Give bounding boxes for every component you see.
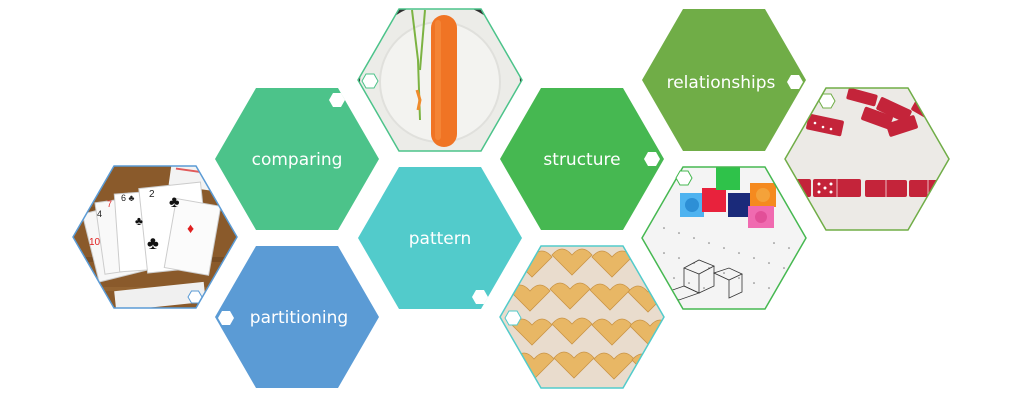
svg-text:10: 10 [89, 237, 101, 248]
badge-hex-icon [787, 75, 803, 89]
svg-text:2: 2 [149, 189, 155, 200]
photo-hex-carrot [357, 8, 523, 152]
badge-hex-icon [644, 152, 660, 166]
badge-hex-icon [329, 93, 345, 107]
svg-text:6 ♣: 6 ♣ [121, 193, 135, 203]
svg-text:♦: ♦ [187, 220, 194, 236]
hex-comparing[interactable]: comparing [215, 88, 379, 230]
badge-hex-icon [675, 170, 693, 186]
photo-hex-cookies [499, 245, 665, 389]
svg-text:♣: ♣ [169, 194, 180, 211]
hex-label-relationships: relationships [667, 73, 776, 93]
badge-hex-icon [504, 310, 522, 326]
badge-hex-icon [361, 73, 379, 89]
hex-pattern[interactable]: pattern [358, 167, 522, 309]
hex-label-structure: structure [543, 150, 620, 170]
badge-hex-icon [218, 311, 234, 325]
badge-hex-icon [472, 290, 488, 304]
hex-structure[interactable]: structure [500, 88, 664, 230]
svg-text:7: 7 [107, 199, 112, 209]
photo-hex-cubes [641, 166, 807, 310]
svg-text:♣: ♣ [135, 214, 143, 228]
hex-label-pattern: pattern [409, 229, 471, 249]
hex-label-comparing: comparing [252, 150, 343, 170]
hex-partitioning[interactable]: partitioning [215, 246, 379, 388]
badge-hex-icon [187, 290, 203, 304]
svg-text:♣: ♣ [147, 233, 159, 253]
svg-text:4: 4 [97, 209, 102, 219]
photo-hex-cards: 4 7 6 ♣ 2 ♣ ♣ ♣ ♦ 10 [72, 165, 238, 309]
hex-relationships[interactable]: relationships [642, 9, 806, 151]
photo-hex-dominoes [784, 87, 950, 231]
hex-label-partitioning: partitioning [250, 308, 348, 328]
badge-hex-icon [818, 93, 836, 109]
